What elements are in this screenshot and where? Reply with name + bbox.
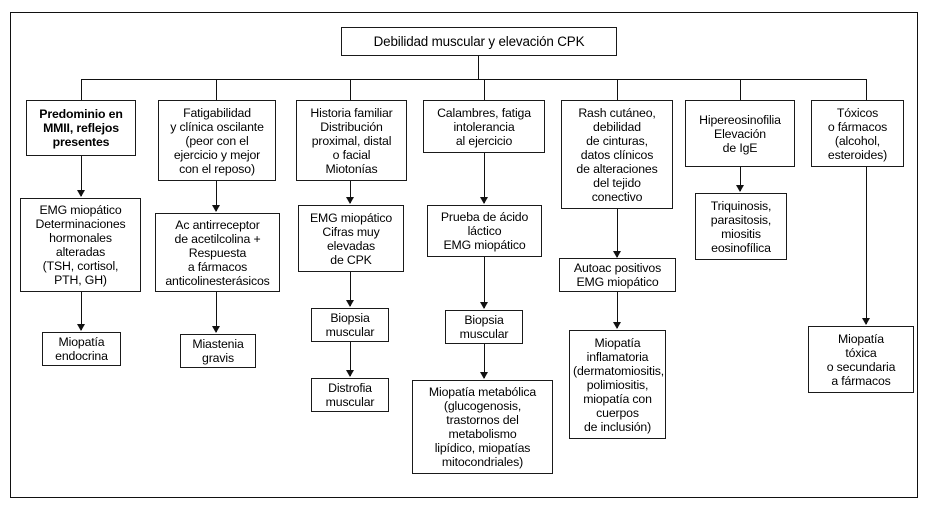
node-branch-7-step-1-label: Tóxicos o fármacos (alcohol, esteroides) [827, 105, 888, 162]
node-branch-6-step-1: Hipereosinofilia Elevación de IgE [685, 100, 795, 167]
connector-drop-4 [484, 79, 486, 100]
arrowhead-b6-1-2 [736, 185, 744, 192]
node-branch-4-step-2-label: Prueba de ácido láctico EMG miopático [440, 210, 529, 252]
arrowhead-b3-3-4 [346, 370, 354, 377]
node-branch-4-step-4-label: Miopatía metabólica (glucogenosis, trast… [428, 385, 537, 469]
arrowhead-b4-2-3 [480, 302, 488, 309]
arrowhead-b4-3-4 [480, 372, 488, 379]
node-branch-4-step-1: Calambres, fatiga intolerancia al ejerci… [423, 100, 545, 153]
node-branch-7-step-2: Miopatía tóxica o secundaria a fármacos [808, 326, 914, 393]
connector-root-stem [478, 56, 480, 80]
connector-b1-1-2 [81, 156, 83, 196]
node-branch-6-step-2-label: Triquinosis, parasitosis, miositis eosin… [710, 198, 772, 255]
arrowhead-b3-1-2 [346, 197, 354, 204]
node-branch-4-step-3-label: Biopsia muscular [459, 313, 509, 341]
connector-b5-2-3 [617, 292, 619, 328]
node-branch-5-step-3-label: Miopatía inflamatoria (dermatomiositis, … [573, 335, 665, 434]
node-branch-3-step-3-label: Biopsia muscular [325, 311, 375, 339]
node-branch-2-step-1-label: Fatigabilidad y clínica oscilante (peor … [170, 105, 264, 176]
arrowhead-b3-2-3 [346, 300, 354, 307]
node-branch-1-step-3-label: Miopatía endocrina [55, 335, 108, 363]
node-branch-5-step-1-label: Rash cutáneo, debilidad de cinturas, dat… [576, 105, 658, 204]
connector-b4-1-2 [484, 153, 486, 203]
connector-b1-2-3 [81, 292, 83, 330]
node-branch-2-step-1: Fatigabilidad y clínica oscilante (peor … [158, 100, 276, 181]
node-branch-1-step-1: Predominio en MMII, reflejos presentes [26, 100, 136, 156]
arrowhead-b1-1-2 [77, 190, 85, 197]
node-branch-5-step-1: Rash cutáneo, debilidad de cinturas, dat… [561, 100, 673, 209]
node-branch-4-step-3: Biopsia muscular [445, 310, 523, 344]
node-branch-3-step-4-label: Distrofia muscular [325, 381, 375, 409]
connector-drop-7 [866, 79, 868, 100]
node-branch-1-step-2-label: EMG miopático Determinaciones hormonales… [35, 203, 126, 287]
node-branch-3-step-4: Distrofia muscular [311, 378, 389, 412]
node-branch-5-step-3: Miopatía inflamatoria (dermatomiositis, … [569, 330, 666, 439]
node-branch-1-step-1-label: Predominio en MMII, reflejos presentes [39, 107, 123, 149]
arrowhead-b5-2-3 [613, 322, 621, 329]
connector-drop-2 [216, 79, 218, 100]
arrowhead-b5-1-2 [613, 251, 621, 258]
arrowhead-b2-2-3 [212, 326, 220, 333]
connector-b3-3-4 [350, 342, 352, 376]
node-branch-7-step-1: Tóxicos o fármacos (alcohol, esteroides) [811, 100, 904, 167]
diagram-outer-frame [10, 12, 918, 498]
connector-drop-1 [81, 79, 83, 100]
node-branch-5-step-2-label: Autoac positivos EMG miopático [573, 261, 662, 289]
node-root-label: Debilidad muscular y elevación CPK [373, 33, 585, 49]
node-branch-1-step-3: Miopatía endocrina [42, 332, 121, 366]
node-branch-3-step-1: Historia familiar Distribución proximal,… [296, 100, 407, 181]
node-branch-1-step-2: EMG miopático Determinaciones hormonales… [20, 198, 141, 292]
node-branch-4-step-2: Prueba de ácido láctico EMG miopático [427, 205, 542, 257]
node-branch-5-step-2: Autoac positivos EMG miopático [559, 258, 676, 292]
connector-drop-6 [740, 79, 742, 100]
arrowhead-b2-1-2 [212, 205, 220, 212]
connector-bus [81, 79, 867, 81]
node-branch-6-step-1-label: Hipereosinofilia Elevación de IgE [699, 112, 781, 155]
node-branch-2-step-3-label: Miastenia gravis [192, 337, 244, 365]
node-branch-6-step-2: Triquinosis, parasitosis, miositis eosin… [695, 193, 787, 260]
connector-b4-2-3 [484, 257, 486, 308]
arrowhead-b7-1-2 [862, 318, 870, 325]
node-branch-4-step-4: Miopatía metabólica (glucogenosis, trast… [412, 380, 553, 474]
node-branch-2-step-3: Miastenia gravis [180, 334, 256, 368]
node-branch-4-step-1-label: Calambres, fatiga intolerancia al ejerci… [437, 105, 531, 148]
connector-b5-1-2 [617, 209, 619, 257]
arrowhead-b4-1-2 [480, 197, 488, 204]
connector-drop-3 [350, 79, 352, 100]
connector-drop-5 [617, 79, 619, 100]
connector-b2-2-3 [216, 292, 218, 332]
node-branch-3-step-2: EMG miopático Cifras muy elevadas de CPK [298, 205, 404, 272]
connector-b2-1-2 [216, 181, 218, 211]
node-branch-2-step-2-label: Ac antirreceptor de acetilcolina + Respu… [165, 217, 270, 288]
connector-b6-1-2 [740, 167, 742, 191]
node-branch-7-step-2-label: Miopatía tóxica o secundaria a fármacos [826, 331, 896, 388]
node-branch-3-step-1-label: Historia familiar Distribución proximal,… [310, 105, 393, 176]
node-branch-3-step-3: Biopsia muscular [311, 308, 389, 342]
node-root: Debilidad muscular y elevación CPK [341, 27, 617, 56]
node-branch-2-step-2: Ac antirreceptor de acetilcolina + Respu… [155, 213, 280, 292]
connector-b3-1-2 [350, 181, 352, 203]
connector-b3-2-3 [350, 272, 352, 306]
connector-b7-1-2 [866, 167, 868, 324]
arrowhead-b1-2-3 [77, 324, 85, 331]
connector-b4-3-4 [484, 344, 486, 378]
node-branch-3-step-2-label: EMG miopático Cifras muy elevadas de CPK [309, 210, 393, 267]
